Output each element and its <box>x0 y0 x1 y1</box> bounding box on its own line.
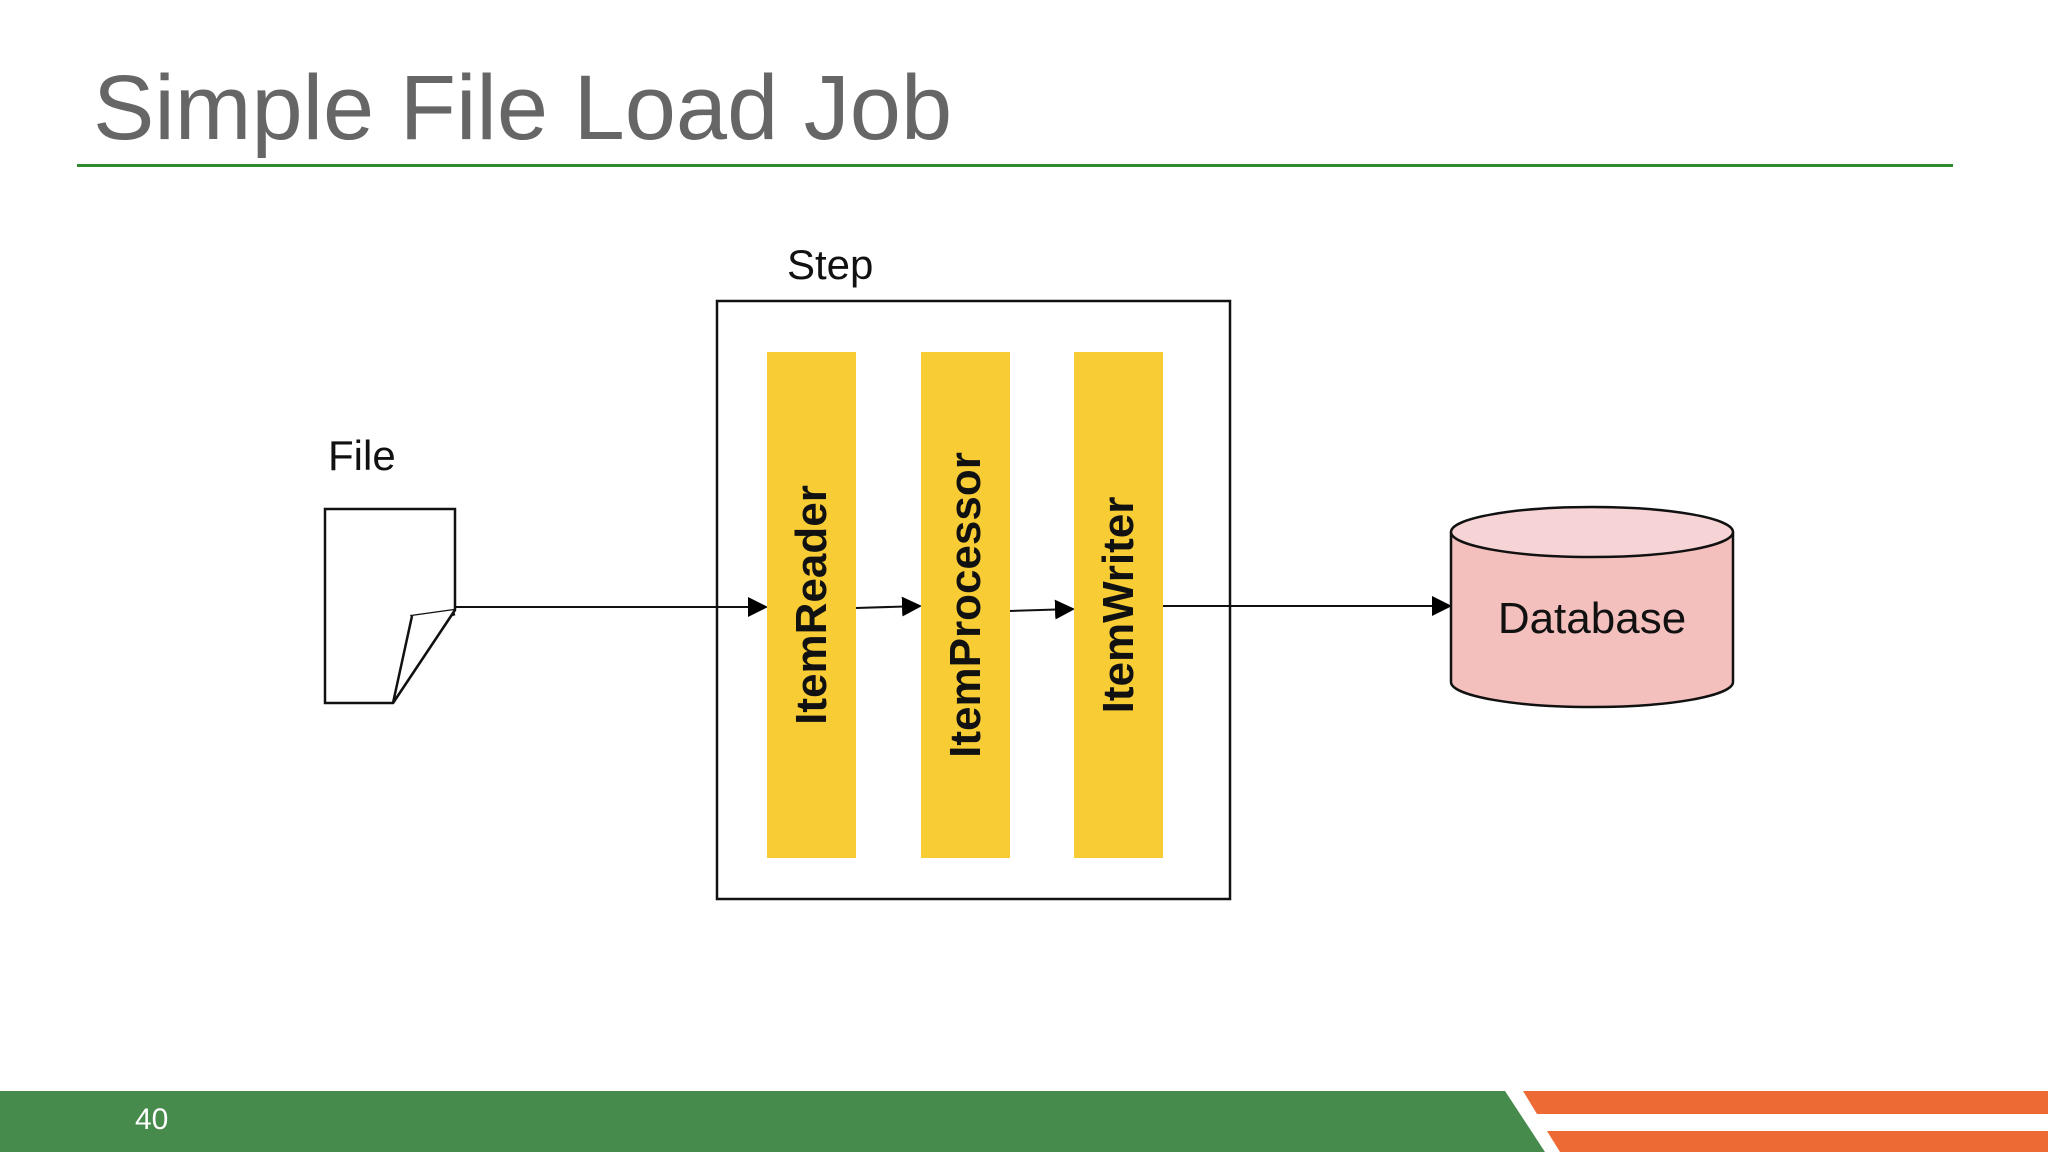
footer-band <box>0 1091 2048 1152</box>
arrow-reader-to-processor <box>855 596 922 617</box>
step-label: Step <box>787 241 874 288</box>
item-writer-block: ItemWriter <box>1074 352 1163 858</box>
slide-title: Simple File Load Job <box>93 57 953 159</box>
file-label: File <box>328 432 396 479</box>
file-icon <box>323 507 457 705</box>
database-label: Database <box>1497 594 1687 643</box>
page-number: 40 <box>135 1103 169 1136</box>
item-writer-label: ItemWriter <box>1093 496 1143 714</box>
item-reader-label: ItemReader <box>786 485 836 725</box>
item-reader-block: ItemReader <box>767 352 856 858</box>
arrow-processor-to-writer <box>1008 599 1075 620</box>
step-box <box>715 299 1232 901</box>
item-processor-label: ItemProcessor <box>940 452 990 758</box>
database-cylinder <box>1449 505 1735 709</box>
title-divider <box>77 164 1953 167</box>
item-processor-block: ItemProcessor <box>921 352 1010 858</box>
